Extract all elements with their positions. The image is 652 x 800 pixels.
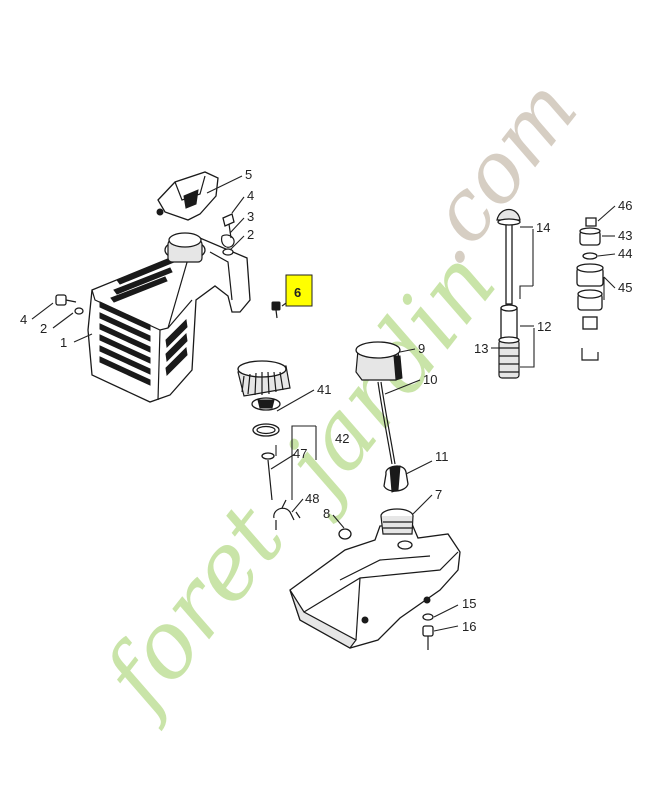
spring-part-48	[273, 499, 301, 530]
washer-part-15	[422, 613, 434, 621]
shroud-part-1	[87, 232, 251, 403]
washer-part-2-left	[74, 307, 84, 315]
callout-label-42: 42	[335, 431, 349, 446]
callout-label-4-upper: 4	[247, 188, 254, 203]
callout-label-15: 15	[462, 596, 476, 611]
callout-label-43: 43	[618, 228, 632, 243]
callout-label-47: 47	[293, 446, 307, 461]
cap-part-9	[355, 341, 403, 381]
callout-label-2-left: 2	[40, 321, 47, 336]
callout-label-44: 44	[618, 246, 632, 261]
callout-label-11: 11	[435, 449, 449, 464]
callout-label-12: 12	[537, 319, 551, 334]
watermark-text-foret: foret	[79, 485, 306, 734]
leader-lines	[31, 175, 616, 632]
rod-part-14	[496, 208, 521, 305]
fuel-cap-part-42	[237, 360, 291, 397]
callout-label-41: 41	[317, 382, 331, 397]
callout-label-10: 10	[423, 372, 437, 387]
callout-label-16: 16	[462, 619, 476, 634]
fuel-tank-part-7	[289, 508, 461, 649]
filter-part-11	[383, 465, 409, 493]
callout-label-13: 13	[474, 341, 488, 356]
callout-label-14: 14	[536, 220, 550, 235]
cap-insert-part-41	[251, 397, 281, 411]
filter-part-12	[500, 304, 518, 339]
callout-label-46: 46	[618, 198, 632, 213]
callout-label-9: 9	[418, 341, 425, 356]
retainer-part-47	[261, 452, 275, 501]
callout-label-7: 7	[435, 487, 442, 502]
screw-part-16	[422, 625, 434, 650]
callout-label-6: 6	[294, 285, 301, 300]
ring-part-44	[582, 252, 598, 260]
callout-label-1: 1	[60, 335, 67, 350]
washer-part-2-upper	[222, 248, 234, 256]
callout-label-8: 8	[323, 506, 330, 521]
callout-label-2-upper: 2	[247, 227, 254, 242]
callout-label-4-left: 4	[20, 312, 27, 327]
clip-part-3	[221, 234, 235, 248]
bracket-part-5	[156, 171, 219, 221]
hose-part-10	[377, 381, 396, 465]
screw-part-6	[271, 301, 281, 319]
callout-label-3: 3	[247, 209, 254, 224]
nut-part-46	[585, 217, 597, 227]
callout-label-48: 48	[305, 491, 319, 506]
filter-part-13	[498, 336, 520, 379]
screw-part-4-left	[55, 294, 77, 306]
body-part-45	[576, 263, 604, 361]
grommet-part-8	[338, 528, 352, 540]
highlight-box-part-6	[285, 274, 313, 307]
callout-labels: 1 2 4 5 4 3 2 6 14 12 13 46 43 44 45 9 1…	[20, 167, 632, 634]
seal-part-42-ring	[252, 423, 280, 437]
cap-part-43	[579, 227, 601, 246]
callout-label-5: 5	[245, 167, 252, 182]
callout-label-45: 45	[618, 280, 632, 295]
